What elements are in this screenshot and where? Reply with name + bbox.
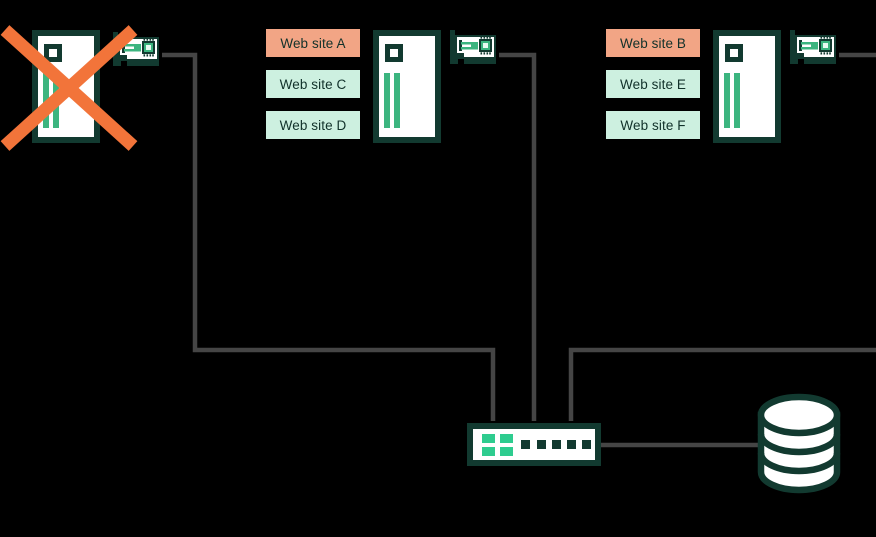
database-storage[interactable] <box>757 393 841 494</box>
nic-card-server2 <box>450 30 496 64</box>
server-middle[interactable] <box>373 30 496 143</box>
site-label-b-text: Web site B <box>619 35 687 51</box>
site-label-e-text: Web site E <box>619 76 687 92</box>
site-label-c-text: Web site C <box>279 76 347 92</box>
site-label-a[interactable]: Web site A <box>266 29 360 57</box>
failure-x-mark <box>0 25 138 151</box>
switch-status-leds <box>482 434 513 456</box>
network-switch[interactable] <box>467 423 601 466</box>
site-label-a-text: Web site A <box>280 35 346 51</box>
link-right-edge-to-switch <box>568 347 876 421</box>
server-right[interactable] <box>713 30 836 143</box>
site-label-f-text: Web site F <box>620 117 686 133</box>
site-label-e[interactable]: Web site E <box>606 70 700 98</box>
db-tier-divider-1 <box>757 433 841 456</box>
site-label-d[interactable]: Web site D <box>266 111 360 139</box>
link-server2-to-switch <box>499 52 537 421</box>
switch-ports <box>521 440 591 449</box>
db-tier-divider-2 <box>757 452 841 475</box>
server-failed[interactable] <box>0 25 159 151</box>
link-server1-to-switch <box>162 52 496 421</box>
site-label-b[interactable]: Web site B <box>606 29 700 57</box>
site-label-c[interactable]: Web site C <box>266 70 360 98</box>
nic-card-server3 <box>790 30 836 64</box>
site-label-d-text: Web site D <box>279 117 347 133</box>
site-label-f[interactable]: Web site F <box>606 111 700 139</box>
connection-lines <box>162 52 876 448</box>
